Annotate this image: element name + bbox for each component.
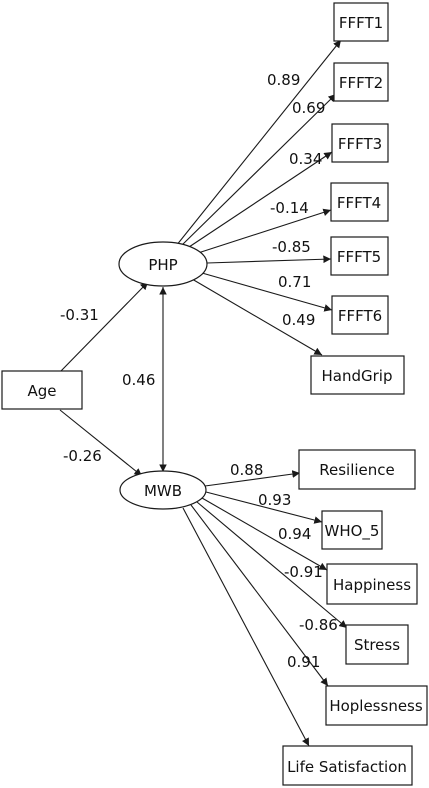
edge-mwb-who5	[205, 491, 323, 524]
box-ffft2: FFFT2	[333, 62, 389, 102]
box-who5-label: WHO_5	[325, 522, 380, 541]
coef-mwb-who5: 0.93	[258, 491, 291, 509]
coef-php-ffft3: 0.34	[289, 150, 322, 168]
edge-mwb-resilience	[204, 470, 301, 487]
coef-mwb-hoplessness: -0.86	[299, 616, 338, 634]
coef-php-ffft1: 0.89	[267, 71, 300, 89]
edge-php-ffft6	[201, 272, 333, 312]
coef-mwb-resilience: 0.88	[230, 461, 263, 479]
box-ffft3: FFFT3	[331, 123, 389, 163]
box-ffft4: FFFT4	[330, 182, 389, 222]
box-life-satisfaction: Life Satisfaction	[282, 745, 413, 786]
coef-mwb-life-satisfaction: 0.91	[287, 653, 320, 671]
box-ffft1-label: FFFT1	[339, 14, 383, 32]
edge-mwb-life-satisfaction	[182, 507, 310, 747]
edge-mwb-stress	[196, 501, 348, 629]
box-who5: WHO_5	[321, 510, 383, 550]
box-ffft5: FFFT5	[330, 236, 389, 276]
coef-php-handgrip: 0.49	[282, 311, 315, 329]
box-ffft6-label: FFFT6	[338, 307, 382, 325]
edge-php-handgrip	[191, 278, 323, 356]
box-age-label: Age	[27, 382, 56, 400]
box-happiness-label: Happiness	[333, 576, 411, 594]
edge-php-ffft3	[185, 151, 333, 250]
coef-php-ffft4: -0.14	[270, 199, 309, 217]
box-ffft2-label: FFFT2	[339, 74, 383, 92]
coef-php-ffft6: 0.71	[278, 273, 311, 291]
box-handgrip-label: HandGrip	[322, 367, 393, 385]
edge-php-ffft5	[206, 255, 332, 264]
box-stress-label: Stress	[354, 636, 400, 654]
coef-php-ffft5: -0.85	[272, 238, 311, 256]
box-ffft5-label: FFFT5	[337, 248, 381, 266]
coef-age-mwb: -0.26	[63, 447, 102, 465]
coef-mwb-happiness: 0.94	[278, 525, 311, 543]
coef-age-php: -0.31	[60, 306, 99, 324]
box-age: Age	[1, 370, 83, 410]
edge-mwb-happiness	[201, 497, 328, 571]
box-stress: Stress	[345, 624, 409, 665]
edge-php-ffft1	[175, 39, 342, 247]
edge-age-mwb	[59, 409, 143, 477]
box-resilience: Resilience	[298, 449, 416, 490]
box-life-satisfaction-label: Life Satisfaction	[287, 758, 407, 776]
box-ffft1: FFFT1	[333, 2, 389, 42]
coefficients: -0.31 -0.26 0.46 0.89 0.69 0.34 -0.14 -0…	[60, 71, 338, 671]
box-handgrip: HandGrip	[310, 355, 405, 395]
latent-mwb: MWB	[119, 470, 207, 510]
box-resilience-label: Resilience	[319, 461, 395, 479]
coef-mwb-stress: -0.91	[284, 563, 323, 581]
edge-php-ffft2	[179, 93, 337, 248]
box-hoplessness: Hoplessness	[325, 685, 428, 726]
latent-mwb-label: MWB	[144, 482, 182, 500]
coef-php-mwb: 0.46	[122, 371, 155, 389]
latent-php: PHP	[118, 241, 208, 287]
box-happiness: Happiness	[326, 563, 418, 605]
edge-age-php	[59, 281, 149, 373]
edge-php-ffft4	[197, 208, 332, 254]
box-ffft3-label: FFFT3	[338, 135, 382, 153]
edge-mwb-hoplessness	[190, 504, 329, 687]
box-hoplessness-label: Hoplessness	[329, 697, 423, 715]
coef-php-ffft2: 0.69	[292, 99, 325, 117]
box-ffft6: FFFT6	[331, 295, 389, 335]
latent-php-label: PHP	[148, 256, 177, 274]
edges	[59, 39, 348, 747]
box-ffft4-label: FFFT4	[337, 194, 381, 212]
